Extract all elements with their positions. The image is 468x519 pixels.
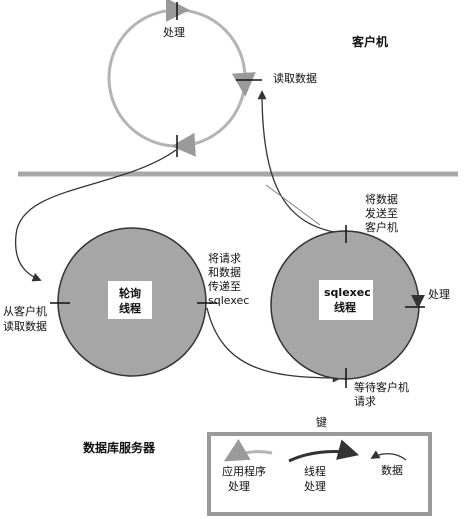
sqlexec-thread-line1: sqlexec	[324, 286, 371, 299]
wait-client-line2: 请求	[354, 395, 376, 408]
legend-app-line2: 处理	[228, 480, 250, 493]
pass-request-line2: 和数据	[208, 265, 241, 279]
legend-thread-stroke	[288, 439, 360, 463]
send-to-client-line1: 将数据	[365, 192, 398, 206]
client-process-cycle	[107, 0, 262, 157]
arrow-poll-to-sqlexec	[206, 307, 342, 383]
send-to-client-line3: 客户机	[365, 220, 398, 234]
client-cycle-arrow-bottom	[171, 132, 196, 157]
pass-request-line3: 传递至	[208, 279, 241, 293]
poll-thread-label-box	[108, 281, 152, 319]
sqlexec-thread-label-box	[319, 280, 373, 320]
client-process-label: 处理	[163, 26, 185, 39]
read-from-client-line1: 从客户机	[3, 304, 47, 318]
legend-app-stroke	[223, 438, 273, 462]
legend-data-label: 数据	[381, 463, 403, 477]
send-to-client-line2: 发送至	[365, 206, 398, 220]
server-title: 数据库服务器	[83, 440, 156, 455]
legend-title: 键	[316, 415, 327, 429]
client-read-label: 读取数据	[273, 71, 317, 85]
legend-thread-line2: 处理	[304, 480, 326, 493]
sqlexec-process-label: 处理	[428, 288, 450, 301]
poll-thread-line1: 轮询	[119, 286, 141, 300]
sqlexec-thread: sqlexec 线程	[270, 225, 425, 388]
pass-request-line1: 将请求	[208, 252, 241, 265]
legend-thread-line1: 线程	[304, 464, 326, 478]
arrow-sqlexec-to-client	[257, 90, 335, 233]
read-from-client-line2: 读取数据	[3, 319, 47, 333]
arrow-sqlexec-to-client-guide	[265, 184, 321, 226]
poll-thread: 轮询 线程	[50, 227, 217, 377]
wait-client-line1: 等待客户机	[354, 380, 409, 394]
client-cycle-arrow-right	[231, 72, 256, 97]
legend-app-line1: 应用程序	[222, 464, 266, 478]
sqlexec-thread-line2: 线程	[334, 300, 356, 314]
legend-data-stroke	[370, 450, 407, 461]
arrow-client-to-poll	[15, 149, 177, 282]
pass-request-line4: sqlexec	[208, 294, 249, 307]
client-title: 客户机	[351, 34, 388, 49]
poll-thread-line2: 线程	[119, 301, 141, 315]
legend: 键 应用程序 处理 线程 处理 数据	[207, 415, 432, 516]
